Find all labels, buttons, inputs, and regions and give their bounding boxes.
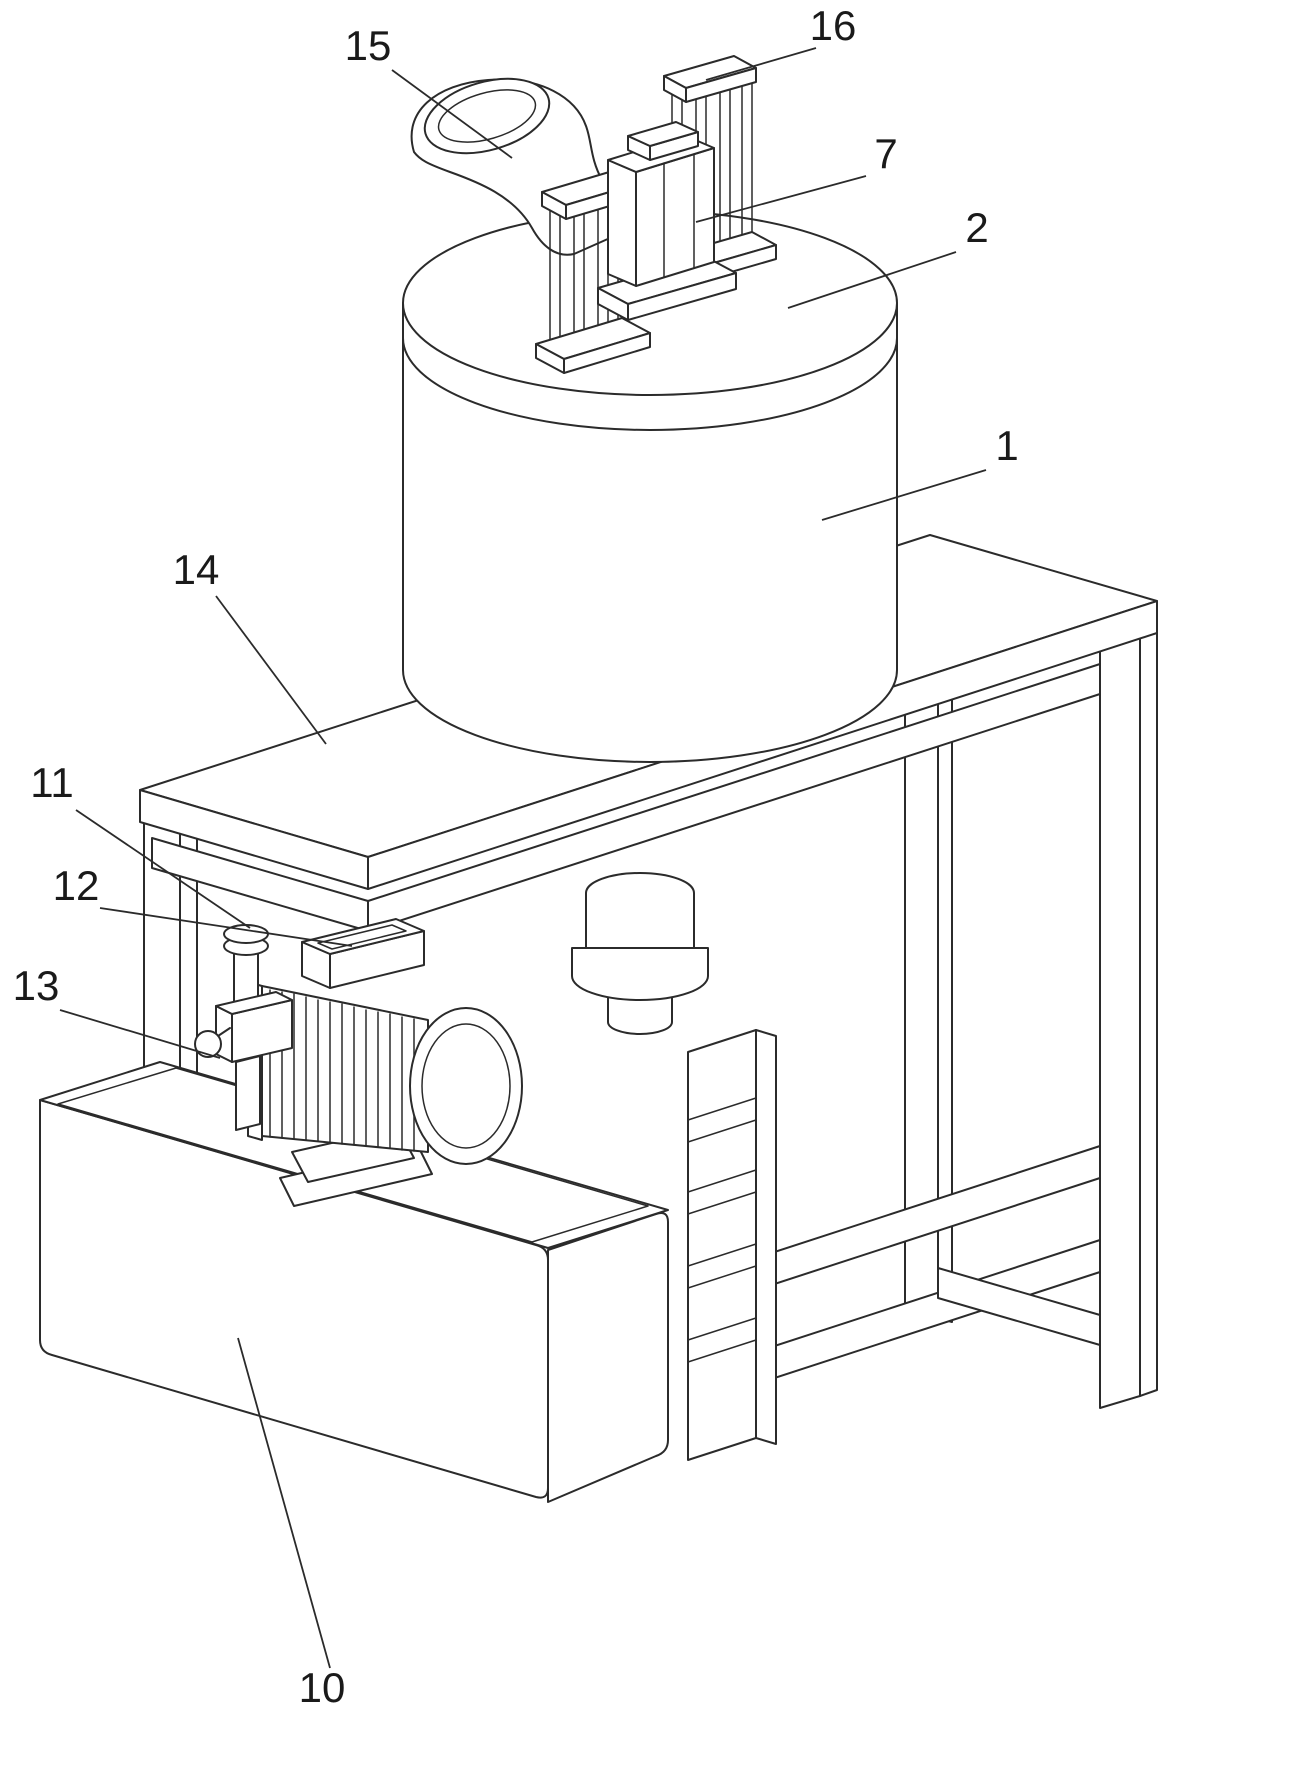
right-leg-side xyxy=(1139,611,1158,1397)
shelf-post xyxy=(687,1029,757,1461)
box-lid-seam xyxy=(57,1067,649,1243)
terminal-box-top xyxy=(301,918,425,955)
drive-block xyxy=(597,121,737,321)
leader-line-16 xyxy=(705,47,817,81)
leader-line-10 xyxy=(237,1337,331,1669)
part-label-11: 11 xyxy=(30,759,74,806)
block-cap-top xyxy=(627,121,699,147)
block-base-plate-right xyxy=(627,272,737,321)
leader-line-14 xyxy=(215,595,327,745)
block-chamfer-lines xyxy=(663,153,695,278)
part-label-7: 7 xyxy=(874,130,897,177)
motor-fins xyxy=(269,989,415,1152)
leader-line-7 xyxy=(695,175,867,223)
right-leg xyxy=(1099,617,1141,1409)
motor-front-cap xyxy=(409,1007,523,1165)
valve-body-top xyxy=(215,991,293,1015)
pipe-valve xyxy=(194,924,293,1131)
tank-rim xyxy=(402,337,898,431)
valve-body-front xyxy=(215,1005,233,1063)
part-label-13: 13 xyxy=(13,962,60,1009)
guide-right-top-plate-right xyxy=(685,67,757,103)
tank-outlet xyxy=(571,872,709,1035)
leader-line-13 xyxy=(59,1009,221,1059)
pipe-lower xyxy=(235,1055,261,1131)
terminal-box-plate xyxy=(317,924,407,950)
duct-opening xyxy=(423,77,551,155)
shelf-rail-back xyxy=(937,1267,1101,1346)
shelf-frame xyxy=(687,1029,1101,1461)
apron-right xyxy=(367,663,1101,932)
part-label-12: 12 xyxy=(53,862,100,909)
valve-knob xyxy=(194,1030,222,1058)
pump-motor xyxy=(247,918,523,1207)
motor-front-cap-inner xyxy=(421,1023,511,1149)
leader-line-15 xyxy=(391,69,513,159)
valve-arm xyxy=(217,1027,231,1037)
guide-left-bottom-plate-right xyxy=(563,332,651,374)
shelf-post-slats xyxy=(687,1097,757,1363)
shelf-post-side xyxy=(755,1029,777,1445)
block-front-face xyxy=(607,159,637,287)
part-label-16: 16 xyxy=(810,2,857,49)
part-label-2: 2 xyxy=(965,204,988,251)
box-front-face xyxy=(39,1099,549,1499)
box-right-face xyxy=(547,1212,669,1503)
outlet-flange xyxy=(571,947,709,1001)
part-label-1: 1 xyxy=(995,422,1018,469)
leader-line-11 xyxy=(75,809,251,929)
leader-line-12 xyxy=(99,907,353,947)
duct-opening-inner xyxy=(437,89,537,143)
labels-layer: 15 16 7 2 1 14 11 12 13 10 xyxy=(13,2,1019,1711)
part-label-10: 10 xyxy=(299,1664,346,1711)
part-label-15: 15 xyxy=(345,22,392,69)
outlet-lower-stub xyxy=(607,991,673,1035)
leader-line-1 xyxy=(821,469,987,521)
part-label-14: 14 xyxy=(173,546,220,593)
leader-line-2 xyxy=(787,251,957,309)
